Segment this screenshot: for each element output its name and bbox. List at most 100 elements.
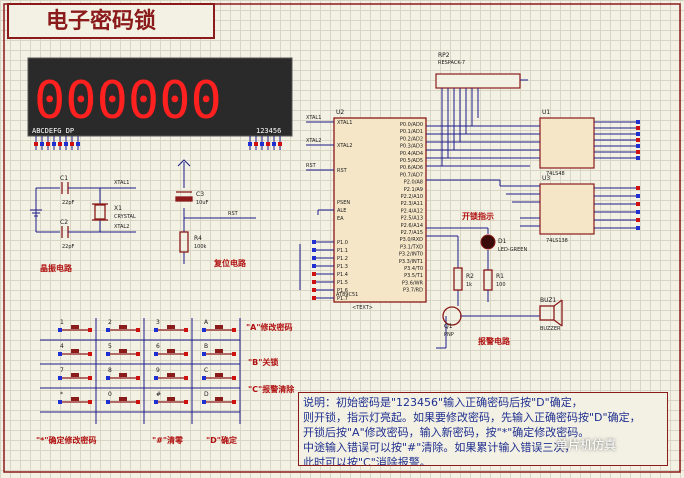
u2-pin-label: P0.5/AD5 bbox=[400, 158, 423, 164]
u1-u3-output-markers bbox=[636, 120, 640, 230]
u2-pin-label: P3.1/TXD bbox=[400, 244, 423, 250]
keypad-key[interactable]: C bbox=[202, 367, 236, 380]
note-line-3: 开锁后按"A"修改密码，输入新密码，按"*"确定修改密码。 bbox=[303, 426, 590, 439]
keypad-key-label: # bbox=[156, 391, 161, 398]
keypad-key-label: 8 bbox=[108, 367, 112, 374]
keypad-key-label: 0 bbox=[108, 391, 112, 398]
keypad-key-label: 1 bbox=[60, 319, 64, 326]
u2-pin-label: P1.4 bbox=[337, 272, 348, 278]
d1-part: LED-GREEN bbox=[498, 247, 527, 253]
instruction-note: 说明：初始密码是"123456"输入正确密码后按"D"确定， 则开锁，指示灯亮起… bbox=[298, 392, 668, 466]
keypad-key[interactable]: 9 bbox=[154, 367, 188, 380]
r4-ref: R4 bbox=[194, 235, 202, 242]
keypad-key-label: C bbox=[204, 367, 208, 374]
u2-pin-label: P2.0/A8 bbox=[404, 180, 423, 186]
keypad-key[interactable]: 3 bbox=[154, 319, 188, 332]
unlock-led bbox=[426, 227, 496, 302]
keypad-key[interactable]: D bbox=[202, 391, 236, 404]
net-xtal1-left: XTAL1 bbox=[114, 180, 129, 186]
keypad-key-label: D bbox=[204, 391, 209, 398]
rp2-ref: RP2 bbox=[438, 52, 450, 59]
keypad-matrix: 1 2 3 A 4 5 6 B 7 8 9 C * 0 # D bbox=[58, 319, 236, 404]
u2-pin-label: ALE bbox=[337, 208, 346, 214]
note-line-1: 说明：初始密码是"123456"输入正确密码后按"D"确定， bbox=[303, 396, 583, 409]
u2-text-tag: <TEXT> bbox=[352, 305, 373, 311]
keypad-key-label: 2 bbox=[108, 319, 112, 326]
label-key-star: "*"确定修改密码 bbox=[36, 435, 97, 445]
u2-pin-label: P2.7/A15 bbox=[401, 230, 423, 236]
keypad-key[interactable]: 8 bbox=[106, 367, 140, 380]
u2-pin-label: P1.2 bbox=[337, 256, 348, 262]
keypad-key[interactable]: 4 bbox=[58, 343, 92, 356]
u2-pin-label: EA bbox=[337, 216, 344, 222]
rp2-respack: RP2 RESPACK-7 bbox=[435, 52, 528, 166]
p1-port-markers bbox=[312, 240, 316, 300]
u3-ref: U3 bbox=[542, 175, 550, 182]
c1-value: 22pF bbox=[62, 200, 75, 206]
reset-circuit bbox=[177, 159, 256, 264]
watermark-text: 单片机仿真 bbox=[556, 438, 617, 452]
keypad-key-label: 7 bbox=[60, 367, 64, 374]
u2-pin-label: P2.5/A13 bbox=[401, 216, 423, 222]
keypad-key[interactable]: # bbox=[154, 391, 188, 404]
c3-value: 10uF bbox=[196, 200, 209, 206]
u2-left-pins: XTAL1XTAL2RSTPSENALEEAP1.0P1.1P1.2P1.3P1… bbox=[337, 120, 352, 302]
label-key-d: "D"确定 bbox=[206, 435, 237, 445]
title-block: 电子密码锁 bbox=[7, 3, 215, 39]
alarm-parts bbox=[442, 267, 563, 327]
keypad-key-label: A bbox=[204, 319, 209, 326]
keypad-key[interactable]: 2 bbox=[106, 319, 140, 332]
u3-decoder: U3 74LS138 bbox=[539, 175, 595, 244]
keypad-key-label: 5 bbox=[108, 343, 112, 350]
u2-pin-label: P3.6/WR bbox=[402, 280, 424, 286]
crystal-wires-short bbox=[68, 187, 78, 233]
display-pin-markers bbox=[34, 142, 282, 146]
buz1-ref: BUZ1 bbox=[540, 297, 557, 304]
keypad-key[interactable]: 1 bbox=[58, 319, 92, 332]
keypad-key-label: B bbox=[204, 343, 208, 350]
u2-left-stubs bbox=[306, 121, 334, 215]
label-crystal-circuit: 晶振电路 bbox=[40, 263, 73, 273]
u2-pin-label: P2.2/A10 bbox=[401, 194, 423, 200]
keypad-key[interactable]: 5 bbox=[106, 343, 140, 356]
c1-ref: C1 bbox=[60, 175, 68, 182]
buz1-part: BUZZER bbox=[540, 326, 561, 332]
keypad-row-wires bbox=[40, 318, 241, 424]
u2-right-pins: P0.0/AD0P0.1/AD1P0.2/AD2P0.3/AD3P0.4/AD4… bbox=[399, 122, 424, 294]
display-right-label: 123456 bbox=[256, 127, 281, 135]
note-line-5: 此时可以按"C"消除报警。 bbox=[303, 456, 431, 466]
u2-pin-label: P0.4/AD4 bbox=[400, 151, 423, 157]
u2-pin-label: P3.5/T1 bbox=[404, 273, 423, 279]
u2-part: AT89C51 bbox=[336, 292, 358, 298]
label-alarm-circuit: 报警电路 bbox=[478, 336, 511, 346]
note-line-4: 中途输入错误可以按"#"清除。如果累计输入错误三次， bbox=[303, 441, 576, 454]
keypad-key[interactable]: B bbox=[202, 343, 236, 356]
u2-pin-label: P3.2/INT0 bbox=[399, 252, 423, 258]
u1-part: 74LS48 bbox=[546, 171, 565, 177]
u2-pin-label: XTAL2 bbox=[337, 143, 352, 149]
u2-pin-label: P2.4/A12 bbox=[401, 208, 423, 214]
keypad-key[interactable]: A bbox=[202, 319, 236, 332]
keypad-key[interactable]: 7 bbox=[58, 367, 92, 380]
u2-pin-label: P2.3/A11 bbox=[401, 201, 423, 207]
u1-ref: U1 bbox=[542, 109, 550, 116]
u2-pin-label: P1.7 bbox=[337, 296, 348, 302]
u2-pin-label: P1.5 bbox=[337, 280, 348, 286]
keypad-key[interactable]: * bbox=[58, 391, 92, 404]
x1-ref: X1 bbox=[114, 205, 122, 212]
r1-value: 100 bbox=[496, 282, 506, 288]
u2-pin-label: PSEN bbox=[337, 200, 350, 206]
d1-ref: D1 bbox=[498, 238, 507, 245]
u2-pin-label: P2.6/A14 bbox=[401, 223, 423, 229]
keypad-key[interactable]: 6 bbox=[154, 343, 188, 356]
keypad-key[interactable]: 0 bbox=[106, 391, 140, 404]
u2-pin-label: P0.0/AD0 bbox=[400, 122, 423, 128]
u2-pin-label: XTAL1 bbox=[337, 120, 352, 126]
rp2-part: RESPACK-7 bbox=[438, 60, 465, 66]
u2-ref: U2 bbox=[336, 109, 344, 116]
r2-ref: R2 bbox=[466, 273, 474, 280]
c2-ref: C2 bbox=[60, 219, 68, 226]
net-rst-left: RST bbox=[228, 211, 239, 217]
crystal-parts bbox=[61, 182, 108, 238]
